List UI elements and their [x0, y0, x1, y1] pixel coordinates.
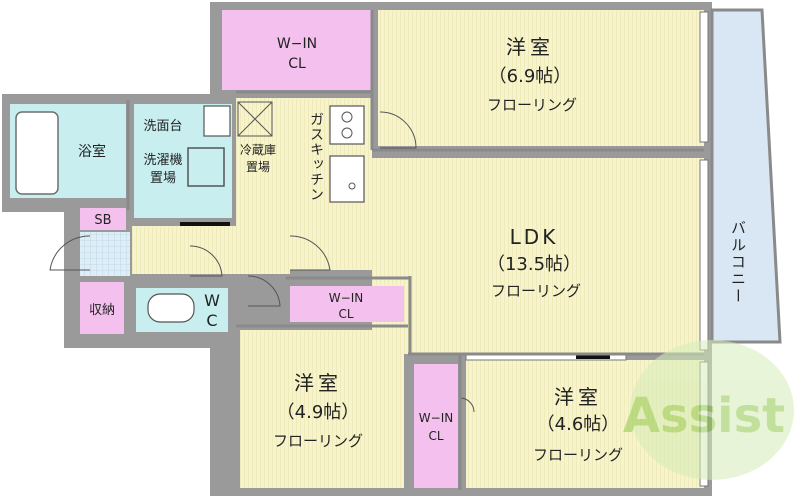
fridge-spot [237, 101, 273, 137]
assist-logo-text: Assist [623, 388, 785, 444]
wash-basin [203, 105, 231, 137]
fridge-cross [237, 101, 273, 137]
bedroom-left [240, 330, 404, 488]
ldk-name: LDK [510, 225, 559, 249]
burner-icon [341, 127, 353, 139]
bedroom-right-size: （4.6帖） [537, 414, 620, 435]
hallway [132, 226, 290, 274]
balcony-label: バルコニー [729, 220, 747, 305]
bath-label: 浴室 [78, 143, 106, 160]
burner-icon [341, 111, 353, 123]
bedroom-top-name: 洋室 [506, 35, 554, 59]
ldk-floor: フローリング [491, 282, 581, 300]
fridge-label-1: 冷蔵庫 [240, 143, 276, 157]
washbasin-label: 洗面台 [143, 119, 182, 134]
partitions [126, 10, 704, 490]
balcony [710, 8, 782, 344]
wc-label-2: C [206, 311, 217, 330]
wic-low-label-2: CL [428, 429, 443, 443]
wic-top-label-2: CL [288, 56, 306, 72]
wic-mid-label-1: W−IN [329, 291, 363, 305]
bedroom-right-floor: フローリング [533, 446, 623, 464]
wic-low [414, 364, 458, 488]
fridge-label-2: 置場 [246, 160, 270, 174]
wic-mid [290, 286, 404, 322]
bedroom-top-size: （6.9帖） [489, 66, 572, 87]
entry-tile [80, 232, 130, 276]
washing-machine-spot [187, 147, 225, 187]
wic-mid-label-2: CL [338, 307, 353, 321]
door-swings [49, 111, 475, 413]
ldk-size: （13.5帖） [487, 254, 581, 275]
storage [80, 282, 124, 334]
toilet [147, 293, 195, 323]
drain-icon [348, 182, 356, 190]
bathtub [15, 111, 59, 195]
wc-label-1: W [204, 291, 220, 310]
sink [329, 155, 365, 203]
bedroom-left-floor: フローリング [273, 432, 363, 450]
kitchen-label: ガスキッチン [308, 112, 324, 202]
shoe-box [80, 208, 126, 230]
assist-logo: Assist [623, 340, 794, 480]
washer-label-1: 洗濯機 [143, 153, 182, 168]
sb-label: SB [94, 213, 111, 228]
bedroom-top-floor: フローリング [487, 96, 577, 114]
bedroom-left-size: （4.9帖） [277, 402, 360, 423]
washer-label-2: 置場 [150, 171, 176, 186]
wic-top-label-1: W−IN [277, 36, 317, 52]
ldk-area [372, 158, 704, 354]
wic-top [222, 10, 372, 90]
storage-label: 収納 [89, 303, 115, 318]
wic-low-label-1: W−IN [419, 411, 453, 425]
bedroom-left-name: 洋室 [294, 371, 342, 395]
bedroom-top [378, 10, 704, 146]
bedroom-right-name: 洋室 [554, 385, 602, 409]
